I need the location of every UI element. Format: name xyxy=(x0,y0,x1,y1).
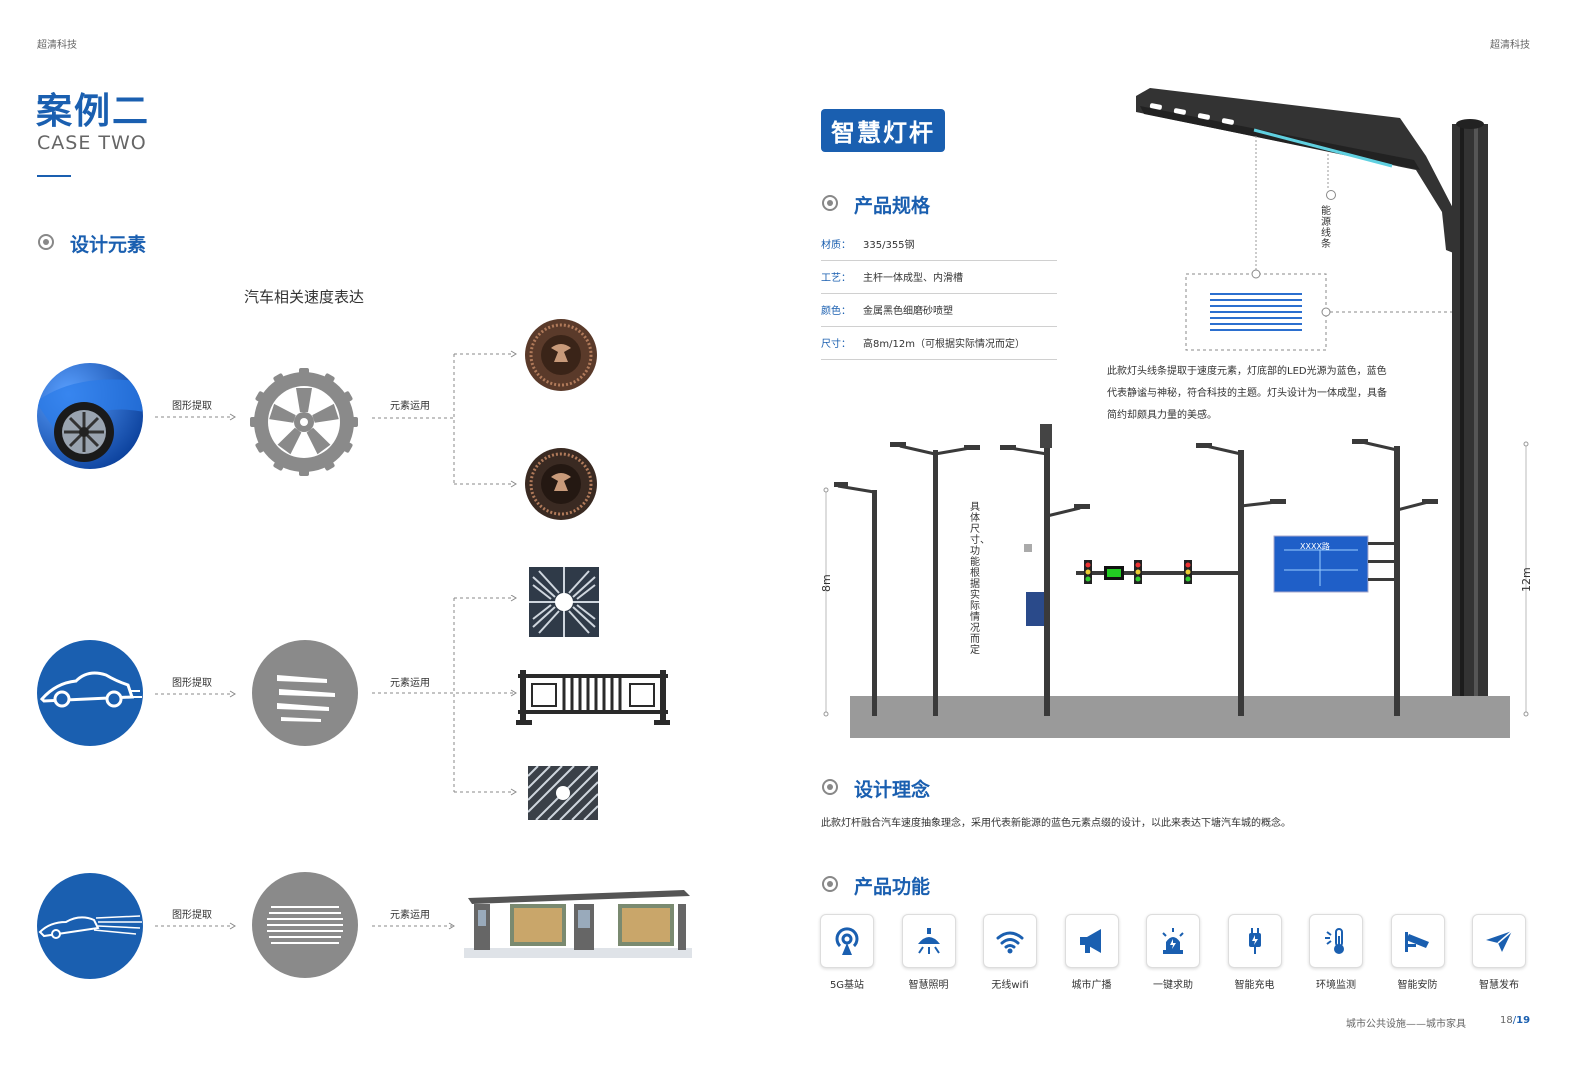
radio-bullet xyxy=(822,195,838,211)
tree-grate-1 xyxy=(529,567,599,637)
section-product-spec: 产品规格 xyxy=(854,195,931,217)
wifi-icon xyxy=(983,914,1037,968)
energy-line-label: 能源线条 xyxy=(1321,206,1331,250)
spec-value: 金属黑色细磨砂喷塑 xyxy=(863,306,953,317)
led-detail-callout xyxy=(1185,269,1452,351)
page-current: 18 xyxy=(1500,1015,1513,1026)
function-label: 环境监测 xyxy=(1316,980,1356,991)
radio-bullet xyxy=(822,876,838,892)
arrow-extract-1 xyxy=(155,413,236,421)
function-item[interactable]: 智慧发布 xyxy=(1472,914,1526,991)
extract-label-1: 图形提取 xyxy=(172,401,212,412)
spec-key: 工艺： xyxy=(821,273,851,284)
antenna-icon xyxy=(820,914,874,968)
concept-text: 此款灯杆融合汽车速度抽象理念，采用代表新能源的蓝色元素点缀的设计，以此来表达下塘… xyxy=(821,818,1291,829)
branch-arrows-1 xyxy=(372,350,517,488)
street-pole-scene xyxy=(823,424,1529,738)
spec-key: 尺寸： xyxy=(821,339,851,350)
page-title: 案例二 xyxy=(36,91,151,132)
fast-car-disc xyxy=(37,873,143,979)
parallel-lines-disc xyxy=(252,872,358,978)
alarm-icon xyxy=(1146,914,1200,968)
height-12m: 12m xyxy=(1520,567,1533,592)
section-product-functions: 产品功能 xyxy=(854,876,931,898)
page-number: 18/19 xyxy=(1500,1015,1530,1026)
callout-dot xyxy=(1326,190,1336,200)
spec-table: 材质： 335/355钢 工艺： 主杆一体成型、内滑槽 颜色： 金属黑色细磨砂喷塑 尺… xyxy=(821,232,1057,360)
guardrail xyxy=(516,670,670,725)
radio-bullet xyxy=(38,234,54,250)
brand-right: 超清科技 xyxy=(1490,40,1530,51)
apply-label-2: 元素运用 xyxy=(390,678,430,689)
lamp-icon xyxy=(901,914,956,968)
function-item[interactable]: 智慧照明 xyxy=(901,914,956,991)
function-label: 智慧发布 xyxy=(1479,980,1519,991)
camera-icon xyxy=(1390,914,1445,968)
manhole-cover-2 xyxy=(525,448,597,520)
spec-key: 材质： xyxy=(821,240,851,251)
function-label: 无线wifi xyxy=(991,980,1029,991)
title-underline xyxy=(37,175,71,177)
function-label: 城市广播 xyxy=(1071,980,1112,991)
function-list: 5G基站 智慧照明 无线wifi 城市广播 一键求助 智能充电 环境监测 xyxy=(820,914,1526,991)
spec-value: 335/355钢 xyxy=(863,240,915,251)
thermometer-icon xyxy=(1309,914,1363,968)
page-total: 19 xyxy=(1516,1015,1531,1026)
megaphone-icon xyxy=(1064,914,1119,968)
spec-row: 材质： 335/355钢 xyxy=(821,232,1057,261)
footer-text: 城市公共设施——城市家具 xyxy=(1346,1019,1466,1030)
function-item[interactable]: 5G基站 xyxy=(820,914,874,991)
tree-grate-2 xyxy=(528,766,598,820)
extract-label-2: 图形提取 xyxy=(172,678,212,689)
extract-label-3: 图形提取 xyxy=(172,910,212,921)
lamp-description: 此款灯头线条提取于速度元素，灯底部的LED光源为蓝色，蓝色 代表静谧与神秘，符合… xyxy=(1107,361,1417,427)
apply-label-1: 元素运用 xyxy=(390,401,430,412)
road-sign-text: XXXX路 xyxy=(1300,542,1330,551)
section-design-concept: 设计理念 xyxy=(854,779,931,801)
car-wheel-photo xyxy=(37,363,143,469)
spec-row: 颜色： 金属黑色细磨砂喷塑 xyxy=(821,298,1057,327)
charger-icon xyxy=(1227,914,1282,968)
function-item[interactable]: 一键求助 xyxy=(1146,914,1200,991)
desc-line: 代表静谧与神秘，符合科技的主题。灯头设计为一体成型，具备 xyxy=(1107,388,1387,399)
function-item[interactable]: 环境监测 xyxy=(1309,914,1363,991)
spec-row: 尺寸： 高8m/12m（可根据实际情况而定） xyxy=(821,331,1057,360)
function-item[interactable]: 城市广播 xyxy=(1064,914,1119,991)
function-item[interactable]: 无线wifi xyxy=(983,914,1037,991)
radio-bullet xyxy=(822,779,838,795)
desc-line: 简约却颇具力量的美感。 xyxy=(1107,410,1217,421)
height-8m: 8m xyxy=(820,574,833,592)
function-label: 智慧照明 xyxy=(908,980,949,991)
function-label: 5G基站 xyxy=(829,980,865,991)
arrow-apply-3 xyxy=(372,922,455,930)
product-badge: 智慧灯杆 xyxy=(821,109,945,152)
branch-arrows-2 xyxy=(372,595,517,796)
spec-value: 高8m/12m（可根据实际情况而定） xyxy=(863,339,1025,350)
big-lamp-pole xyxy=(1136,88,1488,724)
function-label: 智能充电 xyxy=(1234,980,1275,991)
tire-icon xyxy=(250,368,358,476)
brand-left: 超清科技 xyxy=(37,40,77,51)
paper-plane-icon xyxy=(1472,914,1526,968)
spec-row: 工艺： 主杆一体成型、内滑槽 xyxy=(821,265,1057,294)
bus-shelter xyxy=(464,890,692,958)
speed-subtitle: 汽车相关速度表达 xyxy=(244,288,365,306)
desc-line: 此款灯头线条提取于速度元素，灯底部的LED光源为蓝色，蓝色 xyxy=(1107,366,1387,377)
page-title-en: CASE TWO xyxy=(37,132,147,154)
spec-value: 主杆一体成型、内滑槽 xyxy=(863,273,963,284)
apply-label-3: 元素运用 xyxy=(390,910,430,921)
manhole-cover-1 xyxy=(525,319,597,391)
page-separator: / xyxy=(1512,1015,1517,1026)
arrow-extract-3 xyxy=(155,922,236,930)
speed-lines-disc xyxy=(252,640,358,746)
function-item[interactable]: 智能安防 xyxy=(1390,914,1445,991)
function-label: 一键求助 xyxy=(1153,980,1193,991)
size-note: 具体尺寸、功能根据实际情况而定 xyxy=(970,502,990,656)
function-label: 智能安防 xyxy=(1397,980,1438,991)
function-item[interactable]: 智能充电 xyxy=(1227,914,1282,991)
section-design-elements: 设计元素 xyxy=(70,234,147,256)
spec-key: 颜色： xyxy=(821,306,851,317)
arrow-extract-2 xyxy=(155,690,236,698)
car-logo-disc xyxy=(37,640,143,746)
